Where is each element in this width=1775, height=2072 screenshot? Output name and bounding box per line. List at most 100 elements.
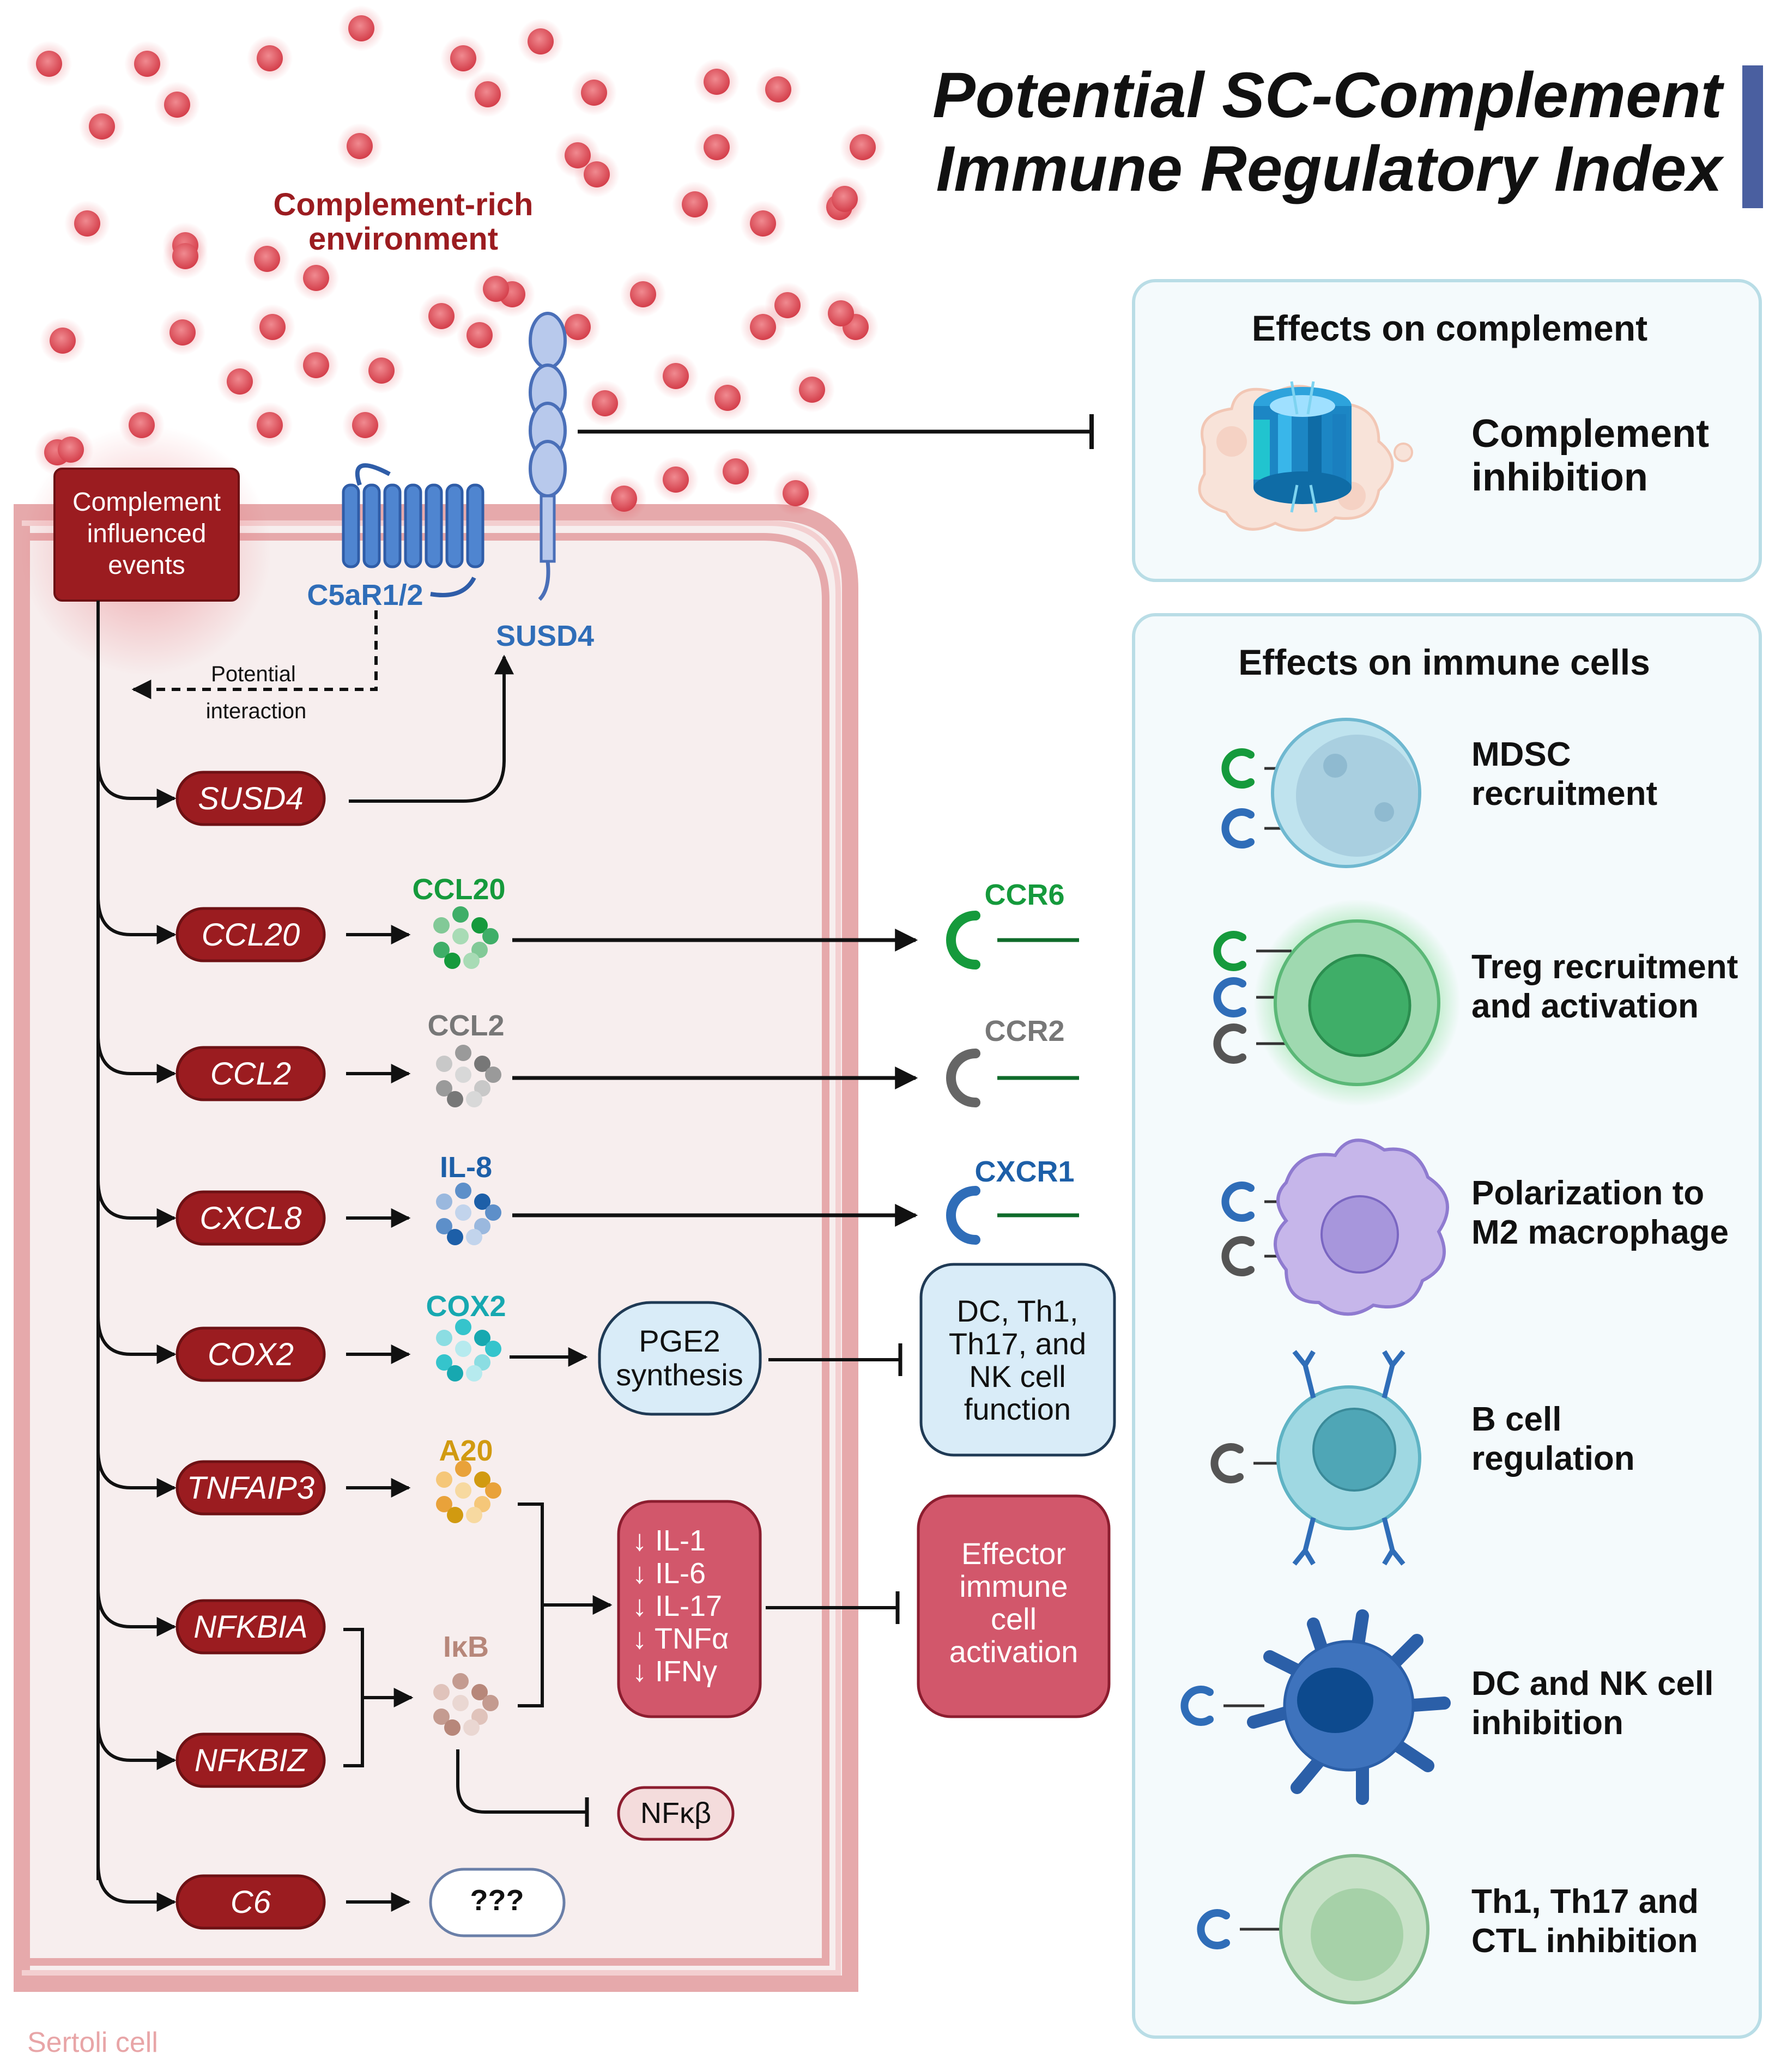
gene-pill: [175, 907, 326, 962]
complement-dot: [254, 246, 280, 272]
complement-dot: [227, 368, 253, 395]
effector-line1: Effector: [961, 1536, 1066, 1571]
complement-dot: [169, 319, 196, 346]
molecule: [436, 1056, 452, 1072]
molecule: [436, 1496, 452, 1512]
immune-effect-line2: inhibition: [1471, 1704, 1623, 1742]
pge2-synthesis-box: [598, 1301, 762, 1416]
molecule: [474, 1471, 490, 1488]
tm-helix: [466, 483, 484, 568]
complement-dot: [850, 134, 876, 160]
ccr2-receptor-icon: [946, 1049, 1079, 1107]
molecule: [485, 1067, 501, 1083]
molecule: [466, 1091, 482, 1107]
branch-arrow: [96, 1449, 177, 1498]
complement-dot: [164, 92, 190, 118]
molecule: [452, 928, 469, 944]
complement-dot: [467, 322, 493, 348]
nfkb-box: [617, 1786, 735, 1841]
complement-dot: [765, 76, 791, 102]
gene-label: NFKBIZ: [195, 1743, 308, 1778]
b-cell-icon: [1210, 1350, 1421, 1566]
molecule: [466, 1365, 482, 1382]
cytokine-label: ↓ IL-1: [632, 1524, 706, 1557]
molecule: [485, 1204, 501, 1221]
a20-label: A20: [439, 1434, 493, 1467]
tm-helix: [383, 483, 402, 568]
gene-label: NFKBIA: [193, 1609, 308, 1645]
ccl20-cluster: [433, 906, 499, 969]
complement-dot: [592, 390, 618, 416]
ikb-label: IκB: [443, 1631, 489, 1663]
tm-helix: [404, 483, 422, 568]
a20-cluster: [436, 1461, 501, 1523]
molecule: [436, 1471, 452, 1488]
complement-dot: [750, 314, 776, 340]
molecule: [433, 1684, 450, 1700]
cytokine-label: ↓ IFNγ: [632, 1655, 717, 1688]
molecule: [482, 1695, 499, 1711]
molecule: [455, 1461, 471, 1477]
complement-dot: [828, 300, 854, 326]
complement-dot: [774, 292, 801, 318]
nfkb-label: NFκβ: [640, 1797, 711, 1829]
immune-effect-line2: CTL inhibition: [1471, 1922, 1698, 1960]
title-line2: Immune Regulatory Index: [936, 133, 1724, 205]
molecule: [444, 953, 461, 969]
complement-dot: [799, 377, 825, 403]
complement-dot: [704, 69, 730, 95]
immune-effect-line1: B cell: [1471, 1401, 1561, 1438]
molecule: [455, 1482, 471, 1499]
potential-interaction-arrow: [131, 610, 378, 699]
immune-effect-line2: and activation: [1471, 987, 1699, 1025]
gene-label: SUSD4: [198, 781, 303, 816]
m2-macrophage-icon: [1221, 1138, 1449, 1316]
dc-function-line1: DC, Th1,: [956, 1294, 1078, 1328]
molecule: [455, 1341, 471, 1357]
molecule: [463, 953, 480, 969]
complement-dot: [630, 281, 656, 307]
cxcr1-receptor-icon: [946, 1186, 1079, 1245]
molecule: [455, 1319, 471, 1335]
dc-function-box: [919, 1263, 1116, 1457]
complement-dot: [663, 466, 689, 493]
dc-function-line3: NK cell: [969, 1359, 1065, 1394]
branch-arrow: [96, 1863, 177, 1912]
immune-effect-line2: regulation: [1471, 1440, 1635, 1477]
events-line2: influenced: [87, 519, 207, 548]
complement-dot: [259, 314, 286, 340]
title-accent-bar: [1742, 65, 1763, 208]
immune-effect-line1: Polarization to: [1471, 1174, 1704, 1212]
complement-dot: [368, 358, 395, 384]
molecule: [447, 1229, 463, 1245]
environment-label-line2: environment: [308, 221, 498, 257]
molecule: [436, 1218, 452, 1234]
immune-panel-title: Effects on immune cells: [1238, 642, 1650, 682]
gene-pill: [175, 771, 326, 826]
branch-arrow: [96, 896, 177, 944]
unknown-label: ???: [470, 1884, 524, 1917]
complement-panel-title: Effects on complement: [1252, 308, 1647, 348]
cox2-cluster: [436, 1319, 501, 1382]
gene-label: CCL20: [202, 917, 300, 953]
complement-dot: [450, 45, 476, 71]
complement-dot: [257, 45, 283, 71]
ccr2-label: CCR2: [984, 1015, 1064, 1047]
ccl2-cluster: [436, 1045, 501, 1107]
gene-pill: [175, 1046, 326, 1101]
molecule: [447, 1507, 463, 1523]
complement-dot: [134, 51, 160, 77]
complement-dot: [682, 191, 708, 217]
susd4-expression-arrow: [349, 655, 514, 803]
complement-dot: [565, 314, 591, 340]
molecule: [466, 1229, 482, 1245]
complement-dot: [303, 352, 329, 378]
effector-activation-box: [917, 1494, 1111, 1718]
gene-pill: [175, 1190, 326, 1246]
effector-line4: activation: [949, 1634, 1079, 1669]
gene-pill: [175, 1326, 326, 1382]
molecule: [436, 1354, 452, 1371]
ccr6-receptor-icon: [946, 911, 1079, 970]
potential-interaction-line2: interaction: [206, 699, 307, 723]
